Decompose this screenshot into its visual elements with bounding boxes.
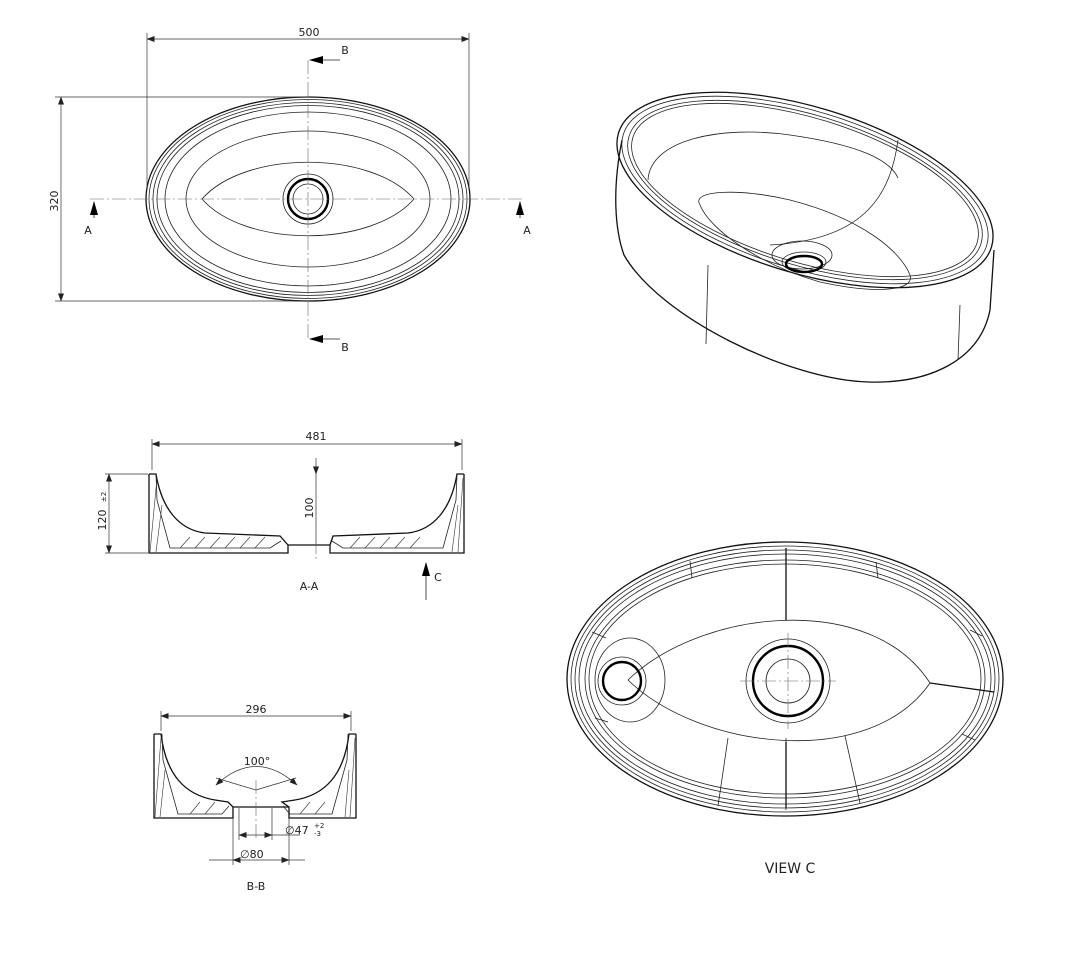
aa-height-tol: ±2 (100, 492, 108, 502)
section-a-left-label: A (84, 224, 92, 237)
view-c-eye-shape (627, 619, 931, 742)
view-c-overflow (594, 637, 666, 723)
top-width-dim: 500 (299, 26, 320, 39)
section-aa: 481 100 120 ±2 C A-A (96, 430, 465, 600)
bb-inner-diameter: ∅47 (285, 824, 309, 837)
section-bb: 296 100° ∅47 +2 -3 ∅80 B-B (153, 703, 357, 893)
bb-outer-diameter: ∅80 (240, 848, 264, 861)
section-bb-caption: B-B (247, 880, 266, 893)
aa-height-dim: 120 (96, 510, 109, 531)
perspective-view (615, 91, 995, 383)
aa-depth-dim: 100 (303, 498, 316, 519)
section-aa-caption: A-A (300, 580, 319, 593)
section-b-bottom-label: B (341, 341, 349, 354)
top-eye-shape (201, 161, 415, 237)
aa-width-dim: 481 (306, 430, 327, 443)
top-view: 500 320 A A B B (48, 26, 531, 354)
section-bb-hatching (154, 737, 356, 818)
bb-inner-tol-upper: +2 (314, 822, 324, 830)
section-b-top-label: B (341, 44, 349, 57)
bb-width-dim: 296 (246, 703, 267, 716)
view-c-caption: VIEW C (765, 861, 816, 877)
view-c-arrow-label: C (434, 571, 442, 584)
top-height-dim: 320 (48, 191, 61, 212)
section-a-right-label: A (523, 224, 531, 237)
iso-outer-body (615, 139, 995, 383)
section-bb-profile (153, 733, 357, 819)
bb-inner-tol-lower: -3 (314, 830, 321, 838)
bb-angle-dim: 100° (244, 755, 271, 768)
view-c: VIEW C (566, 541, 1004, 877)
view-c-outer-rim (566, 541, 1004, 817)
section-aa-hatching (149, 477, 464, 553)
